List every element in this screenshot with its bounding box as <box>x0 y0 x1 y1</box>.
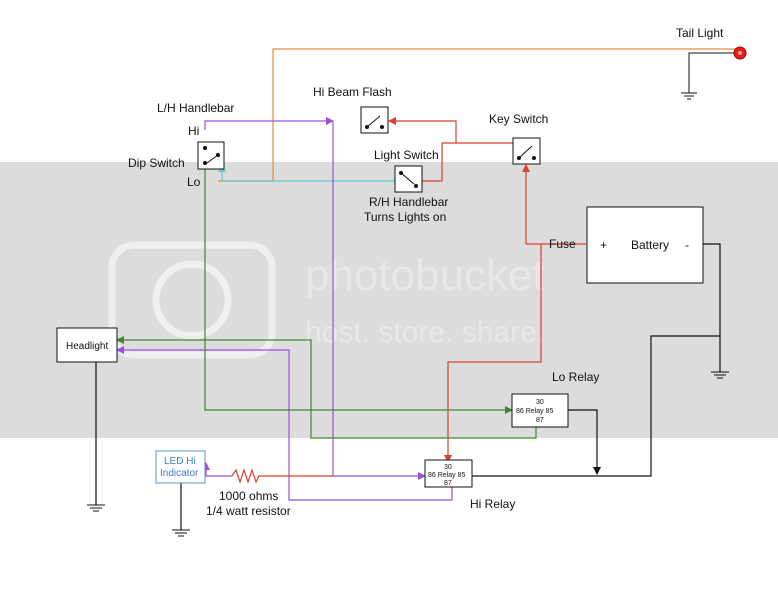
hi-relay-label: Hi Relay <box>470 497 515 511</box>
dip-hi-label: Hi <box>188 124 199 138</box>
hi-relay-pin30: 30 <box>444 464 452 471</box>
wire-dip-lo-to-lo-relay <box>204 165 513 414</box>
watermark-tagline: host. store. share. <box>305 316 545 349</box>
lo-relay-pins-mid: 86 Relay 85 <box>516 408 553 415</box>
battery-minus-label: - <box>685 238 689 252</box>
dip-lo-label: Lo <box>187 175 201 189</box>
tail-light-label: Tail Light <box>676 26 724 40</box>
wire-dip-hi-to-flash <box>204 117 334 130</box>
wire-fuse-to-lo-relay <box>444 244 542 463</box>
wire-hi-relay-ground <box>472 335 720 477</box>
lo-relay-box <box>511 393 569 428</box>
watermark-logo <box>108 241 276 359</box>
wire-key-to-light-switch <box>422 142 513 182</box>
wire-battery-negative <box>703 243 721 372</box>
wire-lo-relay-ground <box>568 409 601 475</box>
key-switch <box>512 137 541 165</box>
wire-tail-light-feed <box>218 48 736 182</box>
hi-beam-flash-switch <box>360 106 389 134</box>
dip-switch <box>197 141 225 170</box>
lh-handlebar-label: L/H Handlebar <box>157 101 234 115</box>
hi-relay-box <box>424 459 473 488</box>
lo-relay-pin87: 87 <box>536 417 544 424</box>
wire-light-switch-to-flash <box>388 117 457 143</box>
wire-lo-relay-to-headlight <box>116 336 537 439</box>
tail-light-lamp <box>733 46 747 60</box>
tail-light-ground-symbol <box>681 52 734 100</box>
resistor-symbol <box>231 468 333 484</box>
lo-relay-label: Lo Relay <box>552 370 599 384</box>
battery-ground-symbol <box>711 371 729 379</box>
dip-switch-label: Dip Switch <box>128 156 185 170</box>
headlight-ground-symbol <box>87 504 105 512</box>
resistor-rating-label: 1/4 watt resistor <box>206 504 291 518</box>
hi-relay-pins-mid: 86 Relay 85 <box>428 472 465 479</box>
light-switch <box>394 165 423 193</box>
led-indicator-box <box>155 450 206 484</box>
led-indicator-line2: Indicator <box>160 468 199 479</box>
resistor-value-label: 1000 ohms <box>219 489 278 503</box>
led-indicator-line1: LED Hi <box>164 456 196 467</box>
battery-plus-label: + <box>600 238 607 252</box>
key-switch-label: Key Switch <box>489 112 548 126</box>
wire-to-led-indicator <box>202 462 232 477</box>
rh-handlebar-label: R/H Handlebar <box>369 195 448 209</box>
turns-lights-on-label: Turns Lights on <box>364 210 446 224</box>
lo-relay-pin30: 30 <box>536 399 544 406</box>
fuse-label: Fuse <box>549 237 576 251</box>
hi-relay-pin87: 87 <box>444 480 452 487</box>
headlight-label: Headlight <box>66 341 108 352</box>
watermark-brand: photobucket <box>305 251 545 300</box>
led-ground-symbol <box>172 529 190 537</box>
wire-light-switch-to-dip <box>218 164 395 182</box>
battery-box <box>586 206 704 284</box>
wire-hi-relay-to-headlight <box>116 346 453 501</box>
hi-beam-flash-label: Hi Beam Flash <box>313 85 392 99</box>
headlight-box <box>56 327 118 363</box>
light-switch-label: Light Switch <box>374 148 439 162</box>
battery-label: Battery <box>631 238 669 252</box>
